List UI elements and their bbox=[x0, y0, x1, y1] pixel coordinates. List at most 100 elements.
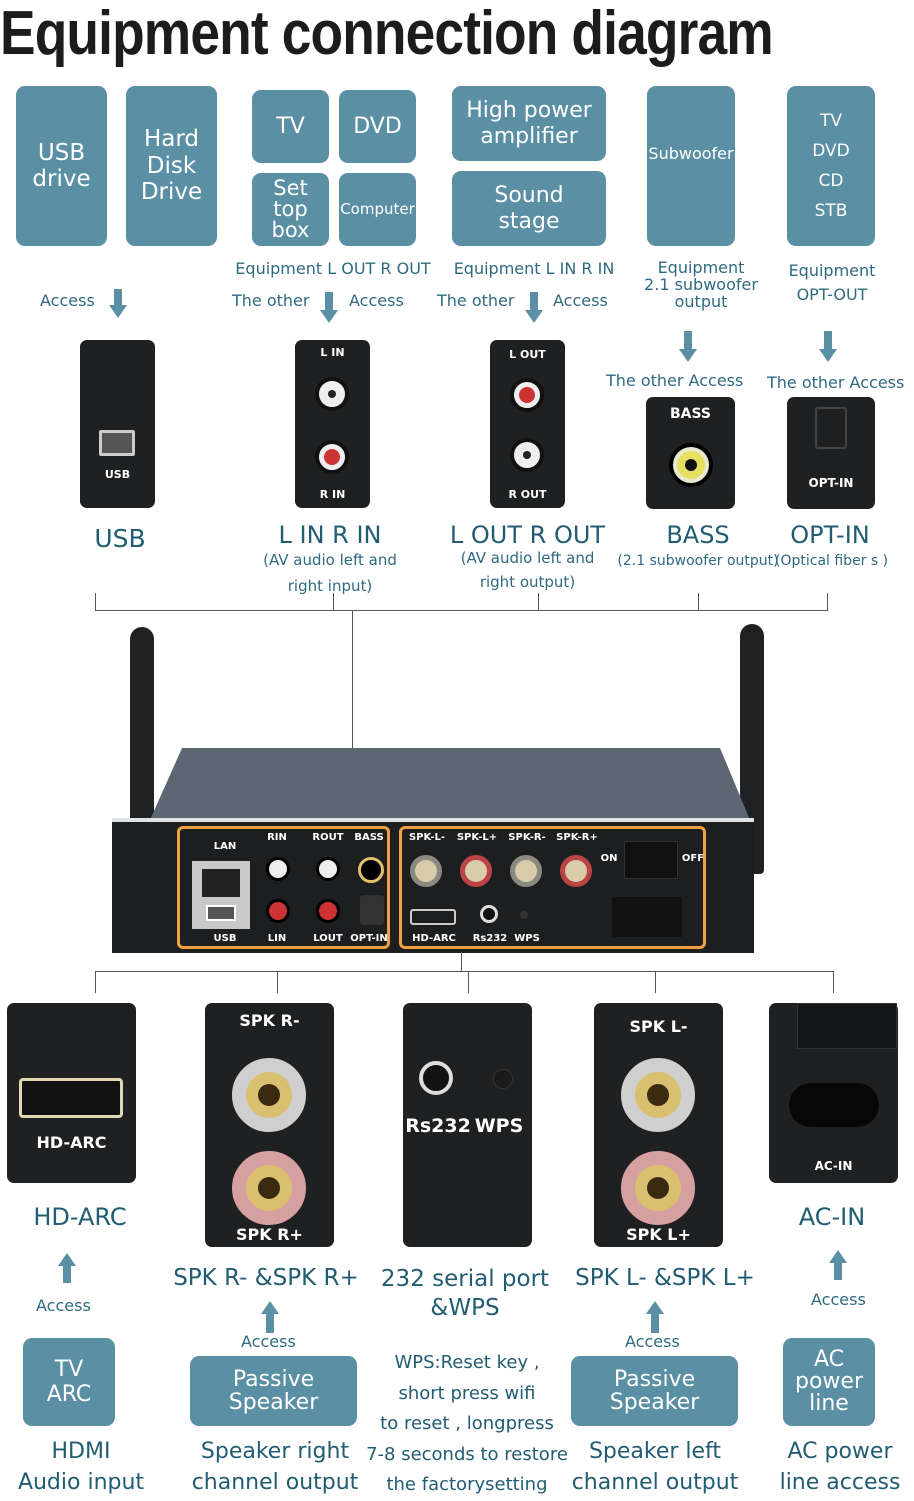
switch-on-label: ON bbox=[600, 853, 618, 864]
port-desc-opt-in: (Optical fiber s ) bbox=[775, 553, 889, 569]
panel-label: Rs232 bbox=[472, 933, 508, 944]
plate-label: Rs232 bbox=[405, 1115, 471, 1137]
connector-line bbox=[827, 593, 828, 611]
caption-opt-out: Equipment OPT-OUT bbox=[770, 259, 894, 307]
port-name-lout-rout: L OUT R OUT bbox=[449, 521, 606, 549]
access-label: Access bbox=[349, 291, 404, 310]
caption-line: HDMI bbox=[51, 1439, 111, 1464]
plate-label: R IN bbox=[319, 488, 346, 501]
lin-rin-port-plate: L IN R IN bbox=[295, 340, 370, 508]
speaker-terminal-icon bbox=[232, 1151, 306, 1225]
panel-label: LAN bbox=[213, 841, 237, 852]
speaker-terminal-icon bbox=[460, 855, 492, 887]
device-box-computer: Computer bbox=[339, 173, 416, 246]
hd-arc-port-plate: HD-ARC bbox=[7, 1003, 136, 1183]
port-name-bass: BASS bbox=[666, 521, 730, 549]
panel-label: LOUT bbox=[313, 933, 343, 944]
usb-port-plate: USB bbox=[80, 340, 155, 508]
device-box-hard-disk: Hard Disk Drive bbox=[126, 86, 217, 246]
access-label: Access bbox=[241, 1332, 296, 1351]
usb-port-icon bbox=[99, 430, 135, 456]
port-desc-bass: (2.1 subwoofer output) bbox=[617, 553, 779, 569]
caption-line: 7-8 seconds to restore bbox=[366, 1443, 568, 1465]
name-line: 232 serial port bbox=[380, 1266, 550, 1292]
spk-r-port-plate: SPK R- SPK R+ bbox=[205, 1003, 334, 1247]
panel-label: USB bbox=[213, 933, 237, 944]
device-box-tv: TV bbox=[252, 90, 329, 163]
lan-port-icon bbox=[192, 861, 250, 929]
desc-line: (AV audio left and bbox=[263, 551, 397, 569]
spk-l-port-plate: SPK L- SPK L+ bbox=[594, 1003, 723, 1247]
connector-line bbox=[698, 593, 699, 611]
plate-label: AC-IN bbox=[814, 1159, 853, 1173]
connector-bus bbox=[95, 971, 833, 972]
ac-in-port-plate: AC-IN bbox=[769, 1003, 898, 1183]
caption-line: output bbox=[674, 292, 728, 311]
the-other-label: The other bbox=[232, 291, 310, 310]
port-group-left-highlight: LAN RIN ROUT BASS USB LIN LOUT OPT-IN bbox=[177, 826, 390, 949]
speaker-terminal-icon bbox=[621, 1151, 695, 1225]
caption-line: OPT-OUT bbox=[796, 285, 868, 304]
port-name-spk-l: SPK L- &SPK L+ bbox=[575, 1265, 755, 1291]
caption-line: channel output bbox=[191, 1470, 359, 1495]
speaker-terminal-icon bbox=[232, 1058, 306, 1132]
rca-white-jack-icon bbox=[315, 377, 349, 411]
optical-port-icon bbox=[815, 407, 847, 449]
caption-line: WPS:Reset key , bbox=[394, 1352, 540, 1373]
switch-off-label: OFF bbox=[681, 853, 705, 864]
speaker-terminal-icon bbox=[410, 855, 442, 887]
optical-port-icon bbox=[360, 895, 384, 925]
caption-line: line access bbox=[779, 1470, 901, 1495]
ac-socket-icon bbox=[612, 897, 682, 937]
desc-line: right input) bbox=[287, 577, 373, 595]
port-desc-lout-rout: (AV audio left and right output) bbox=[445, 546, 610, 594]
connector-line bbox=[95, 971, 96, 993]
panel-label: WPS bbox=[514, 933, 540, 944]
wps-button-icon bbox=[520, 911, 528, 919]
opt-in-port-plate: OPT-IN bbox=[787, 397, 875, 509]
port-name-ac-in: AC-IN bbox=[798, 1203, 866, 1231]
rca-white-jack-icon bbox=[510, 438, 544, 472]
device-box-passive-speaker-right: Passive Speaker bbox=[190, 1356, 357, 1426]
opt-source-cd: CD bbox=[818, 171, 844, 191]
panel-label: HD-ARC bbox=[412, 933, 456, 944]
panel-label: SPK-L- bbox=[408, 832, 446, 843]
plate-label: SPK R- bbox=[239, 1011, 300, 1030]
caption-line: Equipment bbox=[788, 261, 876, 280]
speaker-terminal-icon bbox=[510, 855, 542, 887]
caption-line: channel output bbox=[571, 1470, 739, 1495]
rca-red-jack-icon bbox=[510, 378, 544, 412]
hdmi-port-icon bbox=[410, 909, 456, 925]
panel-label: SPK-L+ bbox=[456, 832, 498, 843]
name-line: &WPS bbox=[430, 1295, 500, 1321]
caption-line: short press wifi bbox=[398, 1382, 536, 1404]
connector-line bbox=[277, 971, 278, 993]
port-name-usb: USB bbox=[94, 524, 146, 553]
panel-label: BASS bbox=[354, 832, 384, 843]
port-name-rs232-wps: 232 serial port &WPS bbox=[370, 1265, 560, 1323]
port-group-right-highlight: SPK-L- SPK-L+ SPK-R- SPK-R+ ON OFF HD-AR… bbox=[399, 826, 706, 949]
connector-line bbox=[95, 593, 96, 611]
port-name-hd-arc: HD-ARC bbox=[33, 1203, 127, 1231]
page-title: Equipment connection diagram bbox=[0, 0, 774, 68]
caption-line: Speaker left bbox=[588, 1439, 722, 1464]
plate-label: HD-ARC bbox=[36, 1133, 107, 1152]
caption-line: AC power bbox=[787, 1439, 893, 1464]
access-label: Access bbox=[36, 1296, 91, 1315]
caption-lout-rout: Equipment L OUT R OUT bbox=[235, 259, 431, 278]
rca-jack-icon bbox=[266, 899, 290, 923]
plate-label: OPT-IN bbox=[808, 476, 854, 490]
wps-button-icon bbox=[493, 1069, 513, 1089]
connector-line bbox=[655, 971, 656, 993]
opt-source-tv: TV bbox=[819, 111, 842, 131]
device-box-subwoofer: Subwoofer bbox=[647, 86, 735, 246]
access-label: Access bbox=[811, 1290, 866, 1309]
caption-line: the factorysetting bbox=[386, 1474, 548, 1495]
the-other-label: The other bbox=[437, 291, 515, 310]
device-box-ac-power-line: AC power line bbox=[783, 1338, 875, 1426]
panel-label: SPK-R+ bbox=[556, 832, 598, 843]
device-box-set-top-box: Set top box bbox=[252, 173, 329, 246]
port-desc-lin-rin: (AV audio left and right input) bbox=[255, 547, 405, 599]
rs232-wps-port-plate: Rs232 WPS bbox=[403, 1003, 532, 1247]
device-box-passive-speaker-left: Passive Speaker bbox=[571, 1356, 738, 1426]
